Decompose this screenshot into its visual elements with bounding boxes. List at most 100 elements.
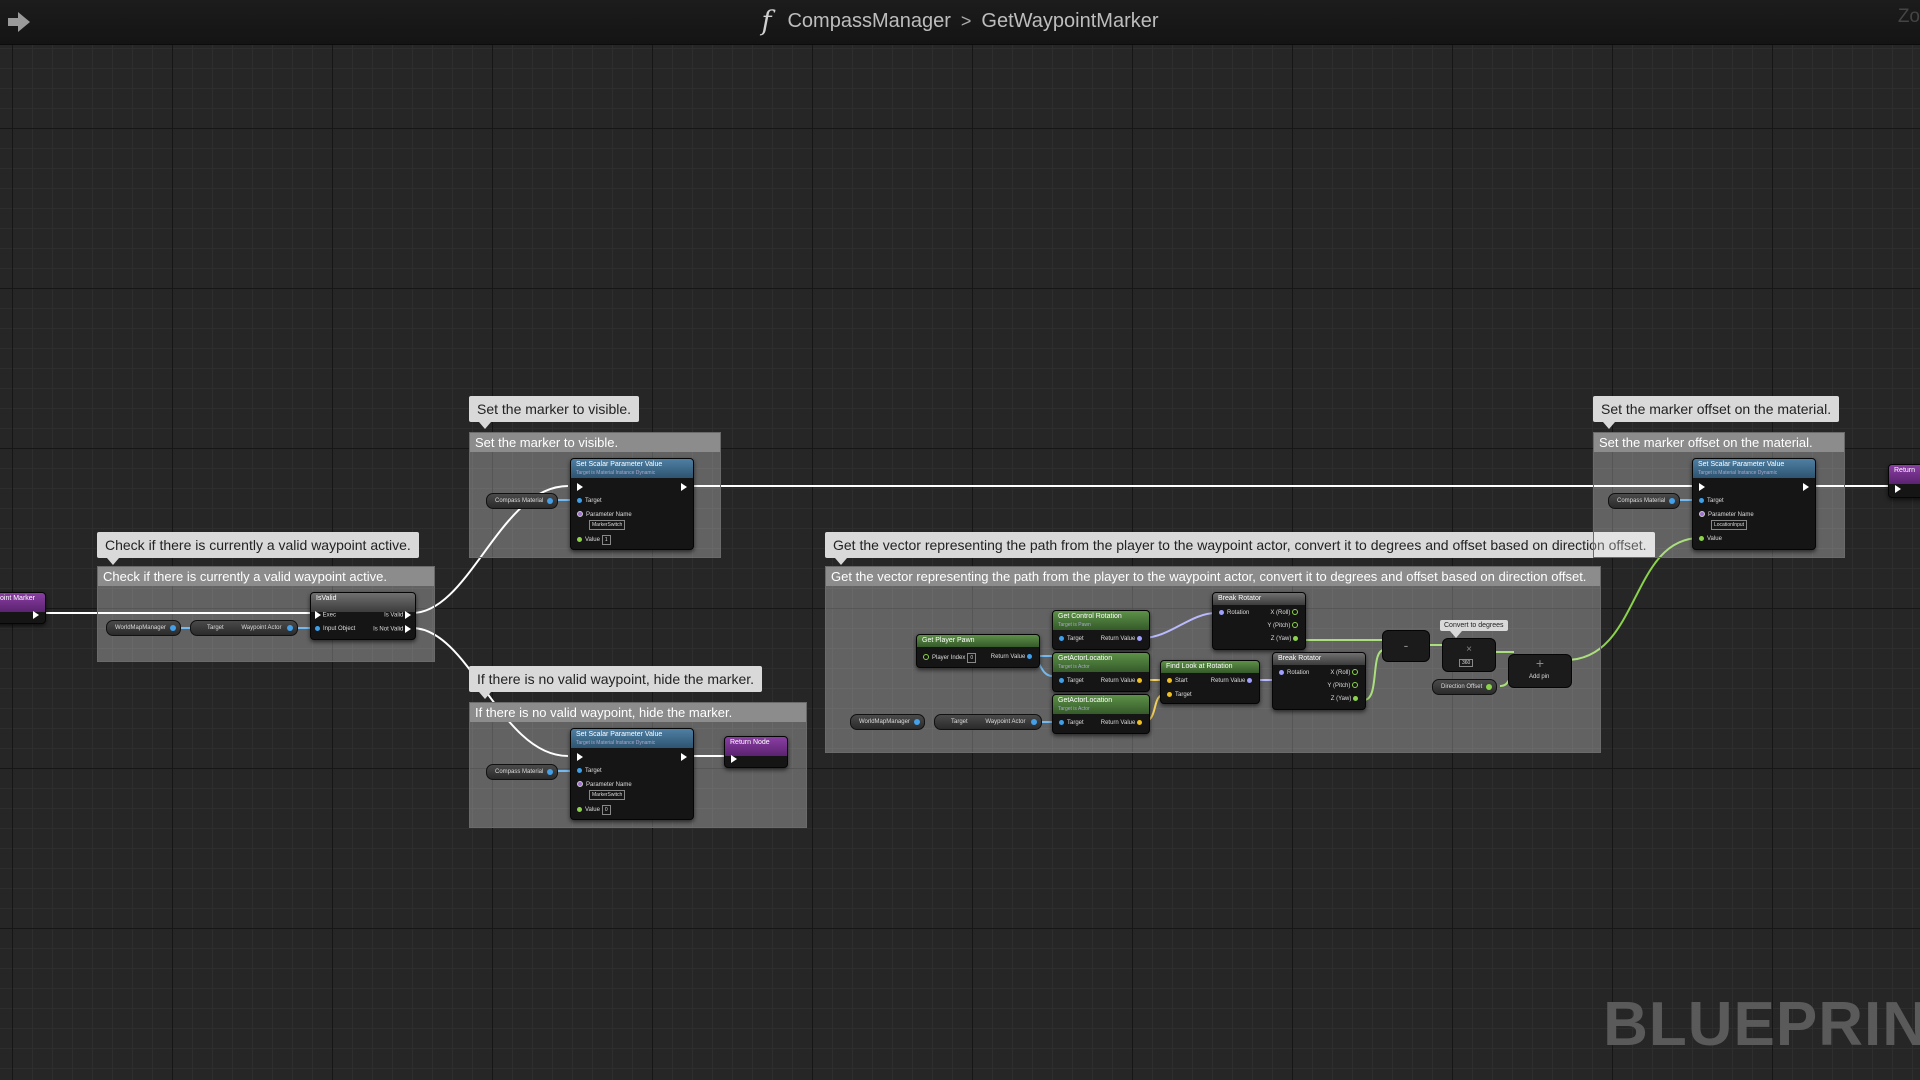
exec-in-pin-icon[interactable] xyxy=(731,755,737,763)
is-valid-node[interactable]: IsValid Exec Input Object Is Valid Is No… xyxy=(310,592,416,640)
back-arrow-icon[interactable] xyxy=(6,9,32,35)
exec-in-pin-icon[interactable] xyxy=(1895,485,1901,493)
param-name-input[interactable]: MarkerSwitch xyxy=(589,790,626,800)
exec-out-pin-icon[interactable] xyxy=(681,753,687,761)
var-compass-material[interactable]: Compass Material xyxy=(486,493,559,509)
rotator-pin-icon[interactable] xyxy=(1247,677,1252,683)
return-value-label: Return Value xyxy=(1100,720,1136,726)
vector-pin-icon[interactable] xyxy=(1137,719,1142,725)
return-value-label: Return Value xyxy=(990,654,1026,660)
name-pin-icon[interactable] xyxy=(577,781,583,788)
float-pin-icon[interactable] xyxy=(1352,682,1358,689)
target-pin-label: Target xyxy=(951,719,968,725)
comment-bubble-offset: Set the marker offset on the material. xyxy=(1593,396,1840,429)
player-index-input[interactable]: 0 xyxy=(967,653,977,663)
float-pin-icon[interactable] xyxy=(1292,622,1298,629)
comment-title-hide: If there is no valid waypoint, hide the … xyxy=(470,703,806,722)
value-input[interactable]: 1 xyxy=(601,535,611,545)
param-name-input[interactable]: LocationInput xyxy=(1711,520,1748,530)
add-node[interactable]: + Add pin xyxy=(1508,654,1572,688)
float-pin-icon[interactable] xyxy=(577,536,582,542)
object-pin-icon[interactable] xyxy=(1059,677,1064,683)
find-look-at-rotation-node[interactable]: Find Look at Rotation Start Target Retur… xyxy=(1160,660,1260,704)
breadcrumb-parent[interactable]: CompassManager xyxy=(787,9,951,32)
var-target-waypoint[interactable]: Target Waypoint Actor xyxy=(190,620,298,636)
float-pin-icon[interactable] xyxy=(577,806,582,812)
var-compass-material[interactable]: Compass Material xyxy=(486,764,559,780)
int-pin-icon[interactable] xyxy=(923,654,929,661)
exec-in-pin-icon[interactable] xyxy=(315,611,321,619)
comment-box-valid[interactable]: Check if there is currently a valid wayp… xyxy=(97,566,435,662)
object-pin-icon[interactable] xyxy=(1699,497,1704,503)
rotator-pin-icon[interactable] xyxy=(1137,635,1142,641)
subtract-node[interactable]: - xyxy=(1382,630,1430,662)
return-node-offset[interactable]: Return xyxy=(1888,464,1920,498)
object-pin-icon[interactable] xyxy=(1059,635,1064,641)
float-wire-6 xyxy=(1565,537,1701,661)
exec-out-pin-icon[interactable] xyxy=(1803,483,1809,491)
break-rotator-title: Break Rotator xyxy=(1213,593,1305,605)
multiply-constant-input[interactable]: 360 xyxy=(1459,659,1474,667)
exec-out-pin-icon[interactable] xyxy=(405,611,411,619)
break-rotator-node-2[interactable]: Break Rotator Rotation X (Roll) Y (Pitch… xyxy=(1272,652,1366,710)
object-pin-icon[interactable] xyxy=(1027,653,1032,659)
exec-in-pin-icon[interactable] xyxy=(1699,483,1705,491)
exec-pin-label: Exec xyxy=(322,612,337,619)
float-pin-icon[interactable] xyxy=(1292,609,1298,616)
object-pin-icon[interactable] xyxy=(577,497,582,503)
add-pin-button[interactable]: Add pin xyxy=(1529,674,1550,680)
vector-pin-icon[interactable] xyxy=(1137,677,1142,683)
object-pin-icon[interactable] xyxy=(1059,719,1064,725)
rotation-pin-label: Rotation xyxy=(1227,610,1250,616)
name-pin-icon[interactable] xyxy=(1699,511,1705,518)
convert-degrees-comment: Convert to degrees xyxy=(1440,620,1508,638)
float-pin-icon[interactable] xyxy=(1353,695,1358,701)
object-pin-icon[interactable] xyxy=(315,625,320,631)
rotator-pin-icon[interactable] xyxy=(1279,669,1284,675)
var-direction-offset[interactable]: Direction Offset xyxy=(1432,679,1498,695)
object-pin-icon[interactable] xyxy=(577,767,582,773)
target-pin-label: Target xyxy=(1067,636,1084,642)
float-pin-icon[interactable] xyxy=(1699,535,1704,541)
multiply-node[interactable]: × 360 xyxy=(1442,638,1496,672)
param-name-label: Parameter Name xyxy=(586,782,632,788)
return-value-label: Return Value xyxy=(1210,678,1246,684)
return-node-hide[interactable]: Return Node xyxy=(724,736,788,768)
is-valid-title: IsValid xyxy=(311,593,415,612)
var-compass-material[interactable]: Compass Material xyxy=(1608,493,1681,509)
rotator-wire-1 xyxy=(1141,612,1217,639)
breadcrumb-current[interactable]: GetWaypointMarker xyxy=(981,9,1159,32)
var-world-map-manager[interactable]: WorldMapManager xyxy=(850,714,925,730)
value-input[interactable]: 0 xyxy=(601,805,611,815)
target-pin-label: Target xyxy=(1067,720,1084,726)
exec-out-pin-icon[interactable] xyxy=(681,483,687,491)
float-pin-icon[interactable] xyxy=(1352,669,1358,676)
param-name-input[interactable]: MarkerSwitch xyxy=(589,520,626,530)
vector-pin-icon[interactable] xyxy=(1167,691,1172,697)
exec-out-pin-icon[interactable] xyxy=(33,611,39,619)
var-world-map-manager[interactable]: WorldMapManager xyxy=(106,620,181,636)
rotator-pin-icon[interactable] xyxy=(1219,609,1224,615)
add-symbol: + xyxy=(1535,655,1545,671)
param-name-label: Parameter Name xyxy=(586,512,632,518)
function-entry-node[interactable]: oint Marker xyxy=(0,592,46,624)
vector-pin-icon[interactable] xyxy=(1167,677,1172,683)
exec-in-pin-icon[interactable] xyxy=(577,753,583,761)
break-rotator-node-1[interactable]: Break Rotator Rotation X (Roll) Y (Pitch… xyxy=(1212,592,1306,650)
var-target-waypoint[interactable]: Target Waypoint Actor xyxy=(934,714,1042,730)
float-pin-icon[interactable] xyxy=(1293,635,1298,641)
name-pin-icon[interactable] xyxy=(577,511,583,518)
exec-in-pin-icon[interactable] xyxy=(577,483,583,491)
exec-out-pin-icon[interactable] xyxy=(405,625,411,633)
